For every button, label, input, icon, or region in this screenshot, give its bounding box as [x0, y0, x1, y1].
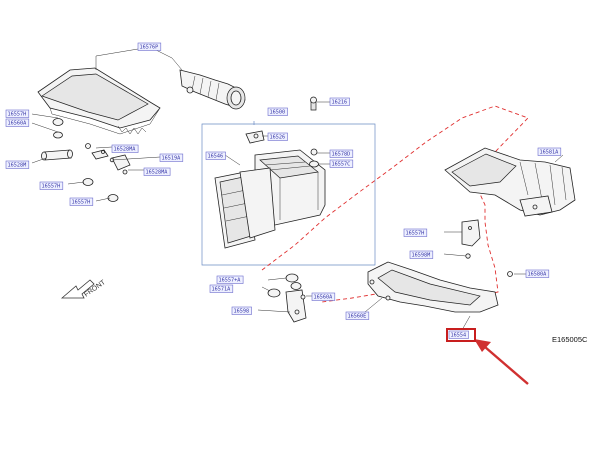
small-bracket-right	[443, 219, 526, 277]
part-label-16598: 16598	[231, 306, 252, 315]
part-label-text: 16557H	[72, 200, 91, 206]
part-label-box	[448, 330, 469, 339]
part-label-16557H: 16557H	[5, 109, 30, 118]
part-label-text: 16528MA	[114, 147, 137, 153]
part-label-16560E: 16560E	[345, 311, 370, 320]
part-label-text: 16526	[270, 135, 286, 141]
front-arrow-icon: FRONT	[60, 279, 107, 299]
part-label-16528MA: 16528MA	[111, 144, 139, 153]
small-fittings-left	[41, 118, 131, 202]
part-label-16571A: 16571A	[209, 284, 234, 293]
part-label-box	[329, 97, 350, 106]
part-label-16557+A: 16557+A	[216, 275, 244, 284]
part-label-box	[5, 118, 30, 127]
bracket-bottom-center	[257, 273, 312, 323]
part-label-text: 16528M	[8, 163, 27, 169]
part-label-16557C: 16557C	[329, 159, 354, 168]
part-label-text: 16560A	[8, 121, 28, 127]
part-label-box	[39, 181, 64, 190]
part-label-text: 16578D	[332, 152, 351, 158]
part-label-16557H: 16557H	[39, 181, 64, 190]
part-label-16576P: 16576P	[137, 42, 162, 51]
part-label-16528M: 16528M	[5, 160, 30, 169]
part-label-16554: 16554	[448, 330, 469, 339]
part-label-box	[111, 144, 139, 153]
part-label-text: 16216	[332, 100, 348, 106]
part-label-box	[409, 250, 434, 259]
part-label-text: 16500	[270, 110, 286, 116]
part-label-box	[231, 306, 252, 315]
part-label-box	[537, 147, 562, 156]
air-duct-hose	[179, 69, 246, 110]
part-label-16598M: 16598M	[409, 250, 434, 259]
part-label-text: 16560E	[348, 314, 367, 320]
part-label-box	[403, 228, 428, 237]
part-label-box	[5, 109, 30, 118]
resonator	[444, 147, 576, 217]
part-label-16580A: 16580A	[525, 269, 550, 278]
part-label-16500: 16500	[267, 107, 288, 116]
part-label-text: 16554	[451, 333, 467, 339]
part-label-box	[159, 153, 184, 162]
part-label-16560A: 16560A	[311, 292, 336, 301]
part-labels: 16576P 16557H 16560A 16528M 16557H 16557H 1652…	[5, 42, 562, 339]
part-label-text: 16580A	[528, 272, 548, 278]
part-label-box	[525, 269, 550, 278]
part-label-text: 16557H	[8, 112, 27, 118]
part-label-16557H: 16557H	[69, 197, 94, 206]
part-label-text: 16598M	[412, 253, 431, 259]
part-label-text: 16546	[208, 154, 224, 160]
inlet-duct	[364, 261, 499, 331]
drawing-code: E165005C	[552, 335, 588, 344]
part-label-text: 16519A	[162, 156, 182, 162]
part-label-box	[5, 160, 30, 169]
part-label-box	[216, 275, 244, 284]
part-label-box	[329, 149, 354, 158]
part-label-box	[267, 132, 288, 141]
part-label-16519A: 16519A	[159, 153, 184, 162]
part-label-text: 16557H	[42, 184, 61, 190]
part-label-16526: 16526	[267, 132, 288, 141]
part-label-16578D: 16578D	[329, 149, 354, 158]
part-label-16528MA: 16528MA	[143, 167, 171, 176]
part-label-16546: 16546	[205, 151, 226, 160]
part-label-16216: 16216	[329, 97, 350, 106]
part-label-text: 16571A	[212, 287, 232, 293]
part-label-text: 16598	[234, 309, 250, 315]
part-label-text: 16557C	[332, 162, 351, 168]
part-label-text: 16557H	[406, 231, 425, 237]
part-label-text: 16576P	[140, 45, 159, 51]
part-label-16557H: 16557H	[403, 228, 428, 237]
part-label-text: 16560A	[314, 295, 334, 301]
part-label-box	[137, 42, 162, 51]
part-label-box	[345, 311, 370, 320]
part-label-box	[267, 107, 288, 116]
part-label-text: 16581A	[540, 150, 560, 156]
highlight-box	[446, 328, 476, 342]
part-label-16560A: 16560A	[5, 118, 30, 127]
air-cleaner-box	[201, 96, 376, 266]
part-label-box	[143, 167, 171, 176]
part-label-box	[209, 284, 234, 293]
part-label-text: 16557+A	[219, 278, 242, 284]
part-label-16581A: 16581A	[537, 147, 562, 156]
callout-arrow-icon	[474, 339, 529, 385]
air-cleaner-cover	[37, 67, 161, 135]
part-label-box	[69, 197, 94, 206]
part-label-box	[311, 292, 336, 301]
part-label-box	[329, 159, 354, 168]
part-label-box	[205, 151, 226, 160]
part-label-text: 16528MA	[146, 170, 169, 176]
